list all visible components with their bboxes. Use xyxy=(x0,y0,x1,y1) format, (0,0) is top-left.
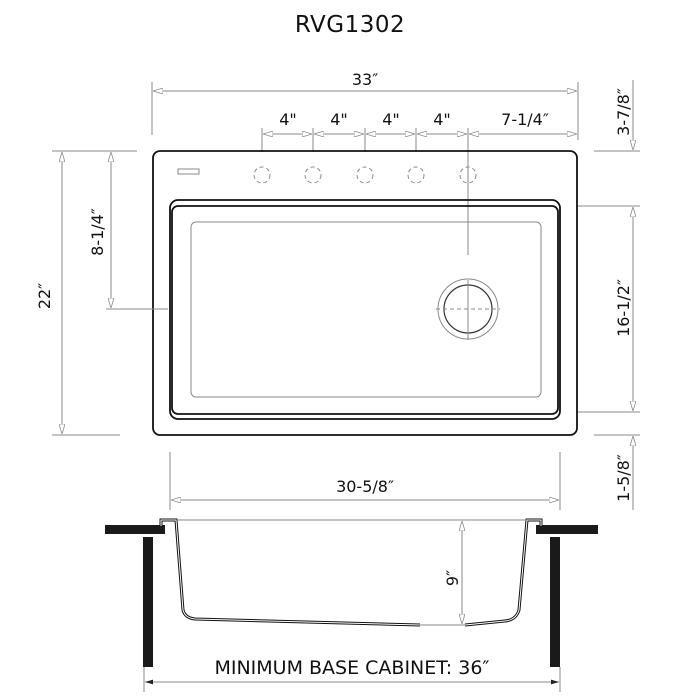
bowl-rim-inner xyxy=(171,205,559,415)
min-cabinet-label: MINIMUM BASE CABINET: 36″ xyxy=(214,657,489,679)
logo-plate xyxy=(177,168,200,175)
dim-label-33: 33″ xyxy=(352,70,378,89)
countertop-left xyxy=(105,525,165,534)
cabinet-wall-left xyxy=(143,537,153,667)
faucet-holes xyxy=(253,166,477,184)
dim-label-16-1-2: 16-1/2″ xyxy=(614,279,633,337)
dim-label-3-7-8: 3-7/8″ xyxy=(614,88,633,136)
dim-label-spacing-1: 4" xyxy=(279,110,297,129)
dim-label-spacing-2: 4" xyxy=(330,110,348,129)
bowl-floor xyxy=(190,221,542,398)
dim-label-22: 22″ xyxy=(35,283,54,309)
faucet-hole-3 xyxy=(356,166,374,184)
model-title: RVG1302 xyxy=(294,12,406,38)
faucet-hole-2 xyxy=(304,166,322,184)
dim-bowl-width: 30-5/8″ xyxy=(169,452,561,510)
dim-min-cabinet: MINIMUM BASE CABINET: 36″ xyxy=(143,657,561,692)
dim-front-to-drain: 8-1/4″ xyxy=(88,152,168,310)
dim-overall-width: 33″ xyxy=(151,70,579,135)
dim-faucet-spacing: 4" 4" 4" 4" 7-1/4″ xyxy=(261,110,579,255)
dim-overall-depth: 22″ xyxy=(35,150,137,436)
countertop-right xyxy=(536,525,598,534)
dim-label-spacing-3: 4" xyxy=(382,110,400,129)
dim-label-spacing-4: 4" xyxy=(433,110,451,129)
faucet-hole-1 xyxy=(253,166,271,184)
dim-label-drain-offset: 7-1/4″ xyxy=(501,110,549,129)
faucet-hole-4 xyxy=(407,166,425,184)
faucet-hole-5 xyxy=(459,166,477,184)
dim-label-8-1-4: 8-1/4″ xyxy=(88,208,107,256)
drain-icon xyxy=(436,278,500,340)
dim-label-1-5-8: 1-5/8″ xyxy=(614,454,633,502)
cabinet-wall-right xyxy=(550,537,560,667)
dim-right-stack: 3-7/8″ 16-1/2″ 1-5/8″ xyxy=(578,80,640,510)
bowl-rim-outer xyxy=(169,199,561,420)
dim-label-9: 9″ xyxy=(443,570,462,586)
dim-bowl-depth: 9″ xyxy=(443,521,462,624)
sink-deck-outline xyxy=(152,150,578,436)
top-view: 33″ 4" 4" 4" 4" 7-1/4″ xyxy=(35,70,640,510)
dim-label-30-5-8: 30-5/8″ xyxy=(336,477,394,496)
side-view: 30-5/8″ 9″ MINIMUM BASE CABINET: 36″ xyxy=(105,452,598,692)
